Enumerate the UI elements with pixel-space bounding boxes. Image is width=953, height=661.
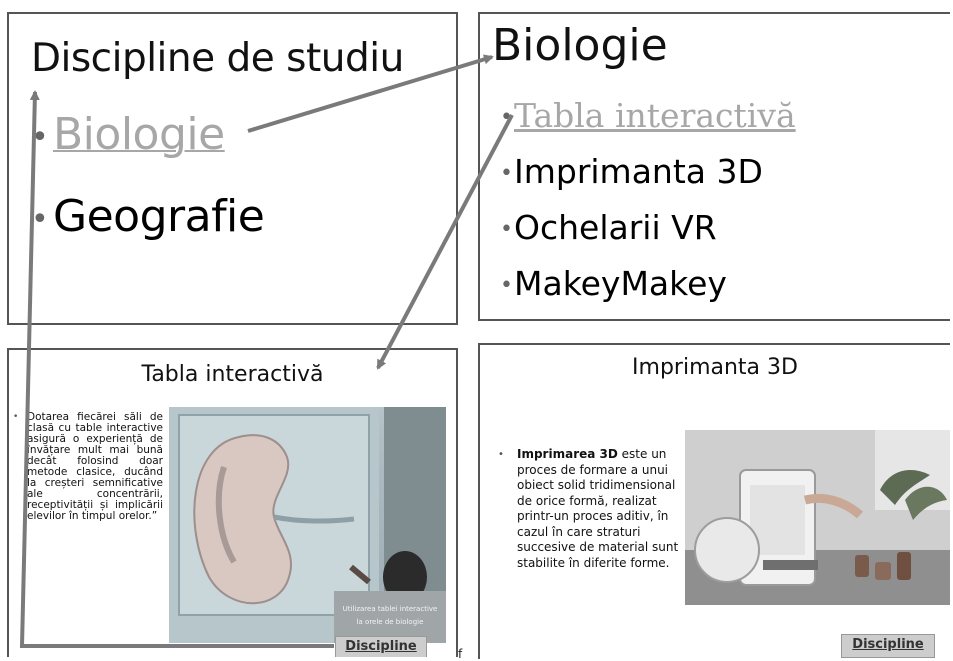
slide-title: Biologie xyxy=(492,20,668,71)
bullet-icon: • xyxy=(31,119,49,155)
description-paragraph: Dotarea fiecărei săli de clasă cu table … xyxy=(27,411,163,522)
list-item-makeymakey: •MakeyMakey xyxy=(500,264,796,319)
caption-line-2: la orele de biologie xyxy=(356,618,424,626)
list-item-ochelarii-vr: •Ochelarii VR xyxy=(500,208,796,264)
bullet-list: •Biologie •Geografie xyxy=(31,109,265,273)
slide-title: Tabla interactivă xyxy=(141,362,324,387)
list-item-imprimanta-3d: •Imprimanta 3D xyxy=(500,152,796,208)
description-bold: Imprimarea 3D xyxy=(517,447,618,461)
link-tabla-interactiva[interactable]: Tabla interactivă xyxy=(514,96,796,135)
stray-mark: f xyxy=(458,647,463,661)
caption-line-1: Utilizarea tablei interactive xyxy=(342,605,438,613)
slide-tabla-interactiva: Tabla interactivă • Dotarea fiecărei săl… xyxy=(7,348,458,657)
label-imprimanta-3d: Imprimanta 3D xyxy=(514,152,763,191)
list-item-tabla-interactiva[interactable]: •Tabla interactivă xyxy=(500,96,796,152)
description-paragraph: Imprimarea 3D este un proces de formare … xyxy=(517,447,683,571)
list-item-biologie[interactable]: •Biologie xyxy=(31,109,264,191)
label-geografie: Geografie xyxy=(53,191,265,242)
bullet-list: •Tabla interactivă •Imprimanta 3D •Ochel… xyxy=(500,96,796,319)
label-ochelarii-vr: Ochelarii VR xyxy=(514,208,717,247)
slide-imprimanta-3d: Imprimanta 3D • Imprimarea 3D este un pr… xyxy=(478,343,950,659)
bullet-icon: • xyxy=(13,412,19,422)
bullet-icon: • xyxy=(500,273,513,298)
list-item-geografie: •Geografie xyxy=(31,191,265,273)
3d-printer-photo xyxy=(685,430,950,605)
description-text: • Imprimarea 3D este un proces de formar… xyxy=(498,447,683,571)
bullet-icon: • xyxy=(498,449,504,460)
slide-title: Imprimanta 3D xyxy=(632,355,798,380)
bullet-icon: • xyxy=(31,201,49,237)
bullet-icon: • xyxy=(500,217,513,242)
description-rest: este un proces de formare a unui obiect … xyxy=(517,447,679,570)
discipline-button[interactable]: Discipline xyxy=(841,634,935,658)
slide-discipline-de-studiu: Discipline de studiu •Biologie •Geografi… xyxy=(7,12,458,325)
photo-caption: Utilizarea tablei interactive la orele d… xyxy=(334,591,446,643)
label-makeymakey: MakeyMakey xyxy=(514,264,727,303)
3d-printer-illustration xyxy=(685,430,950,605)
description-text: • Dotarea fiecărei săli de clasă cu tabl… xyxy=(13,411,163,522)
slide-biologie: Biologie •Tabla interactivă •Imprimanta … xyxy=(478,12,950,321)
slide-title: Discipline de studiu xyxy=(31,36,404,81)
bullet-icon: • xyxy=(500,105,513,130)
discipline-button[interactable]: Discipline xyxy=(335,636,427,657)
interactive-board-photo: Utilizarea tablei interactive la orele d… xyxy=(169,407,446,643)
bullet-icon: • xyxy=(500,161,513,186)
link-biologie[interactable]: Biologie xyxy=(53,109,225,160)
